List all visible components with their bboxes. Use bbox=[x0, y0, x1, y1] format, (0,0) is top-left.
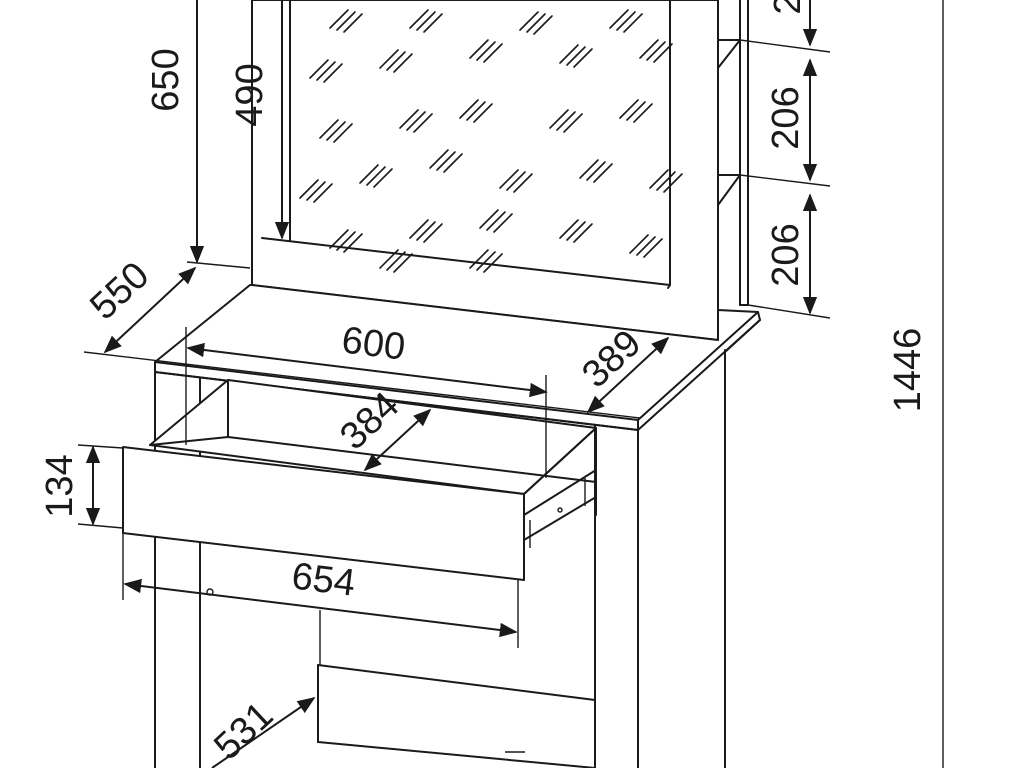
glass-hatch-stroke bbox=[506, 171, 526, 191]
glass-hatch-stroke bbox=[343, 233, 363, 253]
glass-hatch-stroke bbox=[393, 253, 413, 273]
glass-hatch-stroke bbox=[386, 251, 406, 271]
glass-hatch-stroke bbox=[309, 59, 329, 79]
dim-label-mirror-glass-height: 490 bbox=[229, 63, 271, 126]
dim-label-shelf-spacing-upper: 206 bbox=[765, 86, 807, 149]
glass-hatch-stroke bbox=[409, 9, 429, 29]
glass-hatch-stroke bbox=[566, 46, 586, 66]
dim-label-lower-depth: 531 bbox=[206, 694, 281, 768]
glass-hatch-stroke bbox=[556, 111, 576, 131]
glass-hatch-stroke bbox=[483, 253, 503, 273]
glass-hatch-stroke bbox=[563, 113, 583, 133]
glass-hatch-stroke bbox=[639, 39, 659, 59]
glass-hatch-stroke bbox=[359, 164, 379, 184]
glass-hatch-stroke bbox=[533, 15, 553, 35]
glass-hatch-stroke bbox=[406, 111, 426, 131]
dim-label-shelf-spacing-lower: 206 bbox=[765, 223, 807, 286]
glass-hatch-stroke bbox=[559, 44, 579, 64]
glass-hatch-stroke bbox=[643, 238, 663, 258]
glass-hatch-stroke bbox=[379, 49, 399, 69]
glass-hatch-stroke bbox=[466, 101, 486, 121]
glass-hatch-stroke bbox=[336, 11, 356, 31]
glass-hatch-stroke bbox=[609, 9, 629, 29]
dim-label-top-depth: 550 bbox=[82, 254, 157, 328]
dim-label-total-height: 1446 bbox=[887, 328, 929, 413]
glass-hatch-stroke bbox=[379, 249, 399, 269]
glass-hatch-stroke bbox=[299, 179, 319, 199]
glass-hatch-stroke bbox=[423, 223, 443, 243]
glass-hatch-stroke bbox=[633, 103, 653, 123]
glass-hatch-stroke bbox=[443, 153, 463, 173]
glass-hatch-stroke bbox=[573, 48, 593, 68]
glass-hatch-stroke bbox=[366, 166, 386, 186]
glass-hatch-stroke bbox=[483, 43, 503, 63]
glass-hatch-stroke bbox=[423, 13, 443, 33]
glass-hatch-stroke bbox=[573, 223, 593, 243]
glass-hatch-stroke bbox=[329, 9, 349, 29]
glass-hatch-stroke bbox=[373, 168, 393, 188]
glass-hatch-stroke bbox=[579, 159, 599, 179]
glass-hatch-stroke bbox=[343, 13, 363, 33]
glass-hatch-stroke bbox=[476, 41, 496, 61]
glass-hatch-stroke bbox=[653, 43, 673, 63]
glass-hatch-stroke bbox=[656, 171, 676, 191]
glass-hatch-stroke bbox=[459, 99, 479, 119]
glass-hatch-stroke bbox=[329, 229, 349, 249]
side-shelf-unit bbox=[717, 0, 749, 306]
glass-hatch-stroke bbox=[469, 249, 489, 269]
dim-label-drawer-width: 654 bbox=[289, 555, 357, 604]
glass-hatch-stroke bbox=[316, 61, 336, 81]
glass-hatch-stroke bbox=[663, 173, 683, 193]
glass-hatch-stroke bbox=[409, 219, 429, 239]
glass-hatch-stroke bbox=[616, 11, 636, 31]
glass-hatch-stroke bbox=[416, 221, 436, 241]
glass-hatch-stroke bbox=[416, 11, 436, 31]
glass-hatch-stroke bbox=[626, 101, 646, 121]
glass-hatch-stroke bbox=[586, 161, 606, 181]
glass-hatch-stroke bbox=[476, 251, 496, 271]
glass-hatch-stroke bbox=[336, 231, 356, 251]
dim-label-mirror-frame-height: 650 bbox=[145, 48, 187, 111]
glass-hatch-stroke bbox=[436, 151, 456, 171]
glass-hatch-stroke bbox=[559, 219, 579, 239]
glass-hatch-stroke bbox=[636, 236, 656, 256]
glass-hatch-stroke bbox=[519, 11, 539, 31]
glass-hatch-stroke bbox=[526, 13, 546, 33]
glass-hatch-stroke bbox=[469, 39, 489, 59]
glass-hatch-stroke bbox=[623, 13, 643, 33]
glass-hatch-stroke bbox=[386, 51, 406, 71]
glass-hatch-stroke bbox=[629, 234, 649, 254]
glass-hatch-stroke bbox=[393, 53, 413, 73]
glass-hatch-stroke bbox=[493, 213, 513, 233]
dim-label-top-width: 600 bbox=[339, 319, 407, 368]
glass-hatch-stroke bbox=[326, 121, 346, 141]
glass-hatch-stroke bbox=[479, 209, 499, 229]
glass-hatch-stroke bbox=[306, 181, 326, 201]
glass-hatch-stroke bbox=[566, 221, 586, 241]
glass-hatch-stroke bbox=[333, 123, 353, 143]
glass-hatch-stroke bbox=[593, 163, 613, 183]
glass-hatch-stroke bbox=[413, 113, 433, 133]
glass-hatch-stroke bbox=[513, 173, 533, 193]
glass-hatch-stroke bbox=[646, 41, 666, 61]
glass-hatch-stroke bbox=[619, 99, 639, 119]
glass-hatch-stroke bbox=[319, 119, 339, 139]
glass-hatch-stroke bbox=[473, 103, 493, 123]
glass-hatch-stroke bbox=[499, 169, 519, 189]
glass-hatch-stroke bbox=[486, 211, 506, 231]
glass-hatch-stroke bbox=[399, 109, 419, 129]
glass-hatch-stroke bbox=[323, 63, 343, 83]
glass-hatch-stroke bbox=[649, 169, 669, 189]
glass-hatch-stroke bbox=[429, 149, 449, 169]
mirror-glass-hatching bbox=[299, 9, 683, 273]
glass-hatch-stroke bbox=[313, 183, 333, 203]
dim-label-shelf-top: 2 bbox=[767, 0, 809, 15]
dim-label-drawer-front-height: 134 bbox=[39, 454, 81, 517]
glass-hatch-stroke bbox=[549, 109, 569, 129]
